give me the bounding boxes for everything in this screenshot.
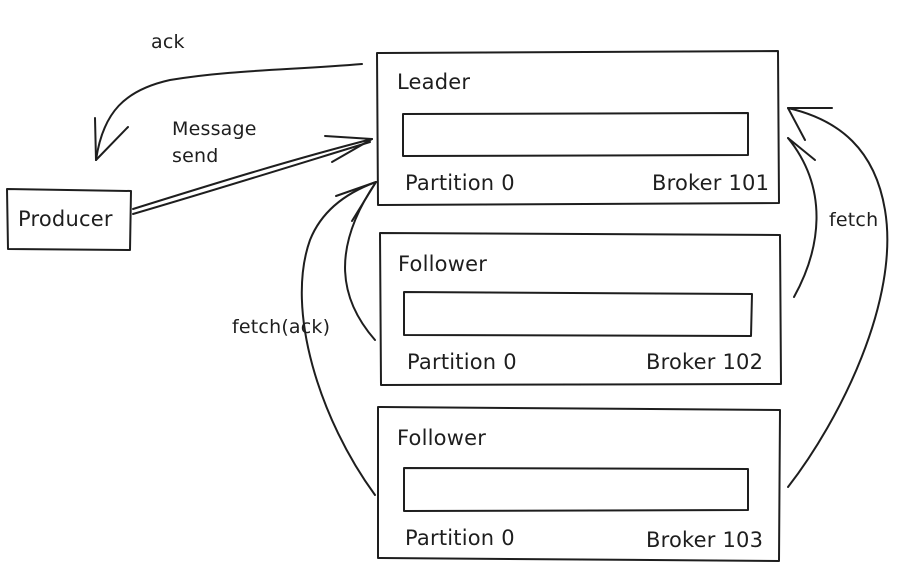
fetch-label: fetch xyxy=(829,209,879,231)
fetch-arrows xyxy=(787,107,889,488)
leader-partition-log xyxy=(402,112,749,157)
follower-103-broker-id-label: Broker 103 xyxy=(646,528,764,552)
follower-102-role-label: Follower xyxy=(398,252,488,276)
leader-broker-id-label: Broker 101 xyxy=(652,171,770,195)
follower-103-role-label: Follower xyxy=(397,426,487,450)
message-send-arrow xyxy=(132,135,373,215)
ack-arrow xyxy=(94,63,363,161)
follower-102-partition-log xyxy=(403,291,753,337)
producer-label: Producer xyxy=(18,207,113,231)
follower-broker-box-102 xyxy=(379,232,782,386)
leader-partition-label: Partition 0 xyxy=(405,171,515,195)
leader-role-label: Leader xyxy=(397,70,471,94)
producer-node xyxy=(6,188,132,251)
fetch-ack-label: fetch(ack) xyxy=(232,316,331,338)
follower-103-partition-log xyxy=(403,467,749,512)
message-send-label-line2: send xyxy=(172,145,219,167)
leader-broker-box xyxy=(376,50,780,206)
fetch-ack-arrows xyxy=(300,181,377,496)
follower-103-partition-label: Partition 0 xyxy=(405,526,515,550)
message-send-label-line1: Message xyxy=(172,118,257,140)
follower-broker-box-103 xyxy=(377,406,781,562)
follower-102-broker-id-label: Broker 102 xyxy=(646,350,764,374)
follower-102-partition-label: Partition 0 xyxy=(407,350,517,374)
ack-label: ack xyxy=(151,31,185,53)
